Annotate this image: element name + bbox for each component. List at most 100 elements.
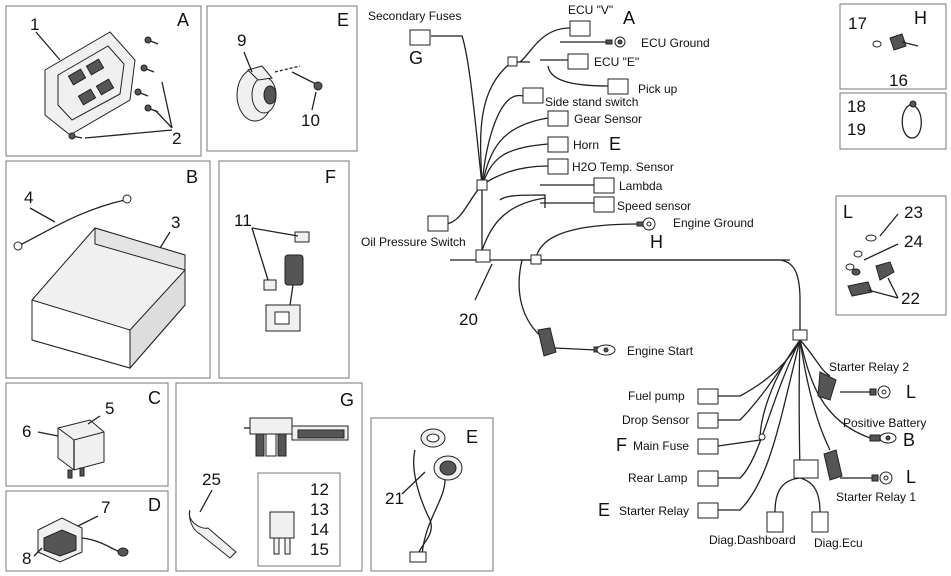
panel-f-fuses: F 11 <box>218 160 350 379</box>
component-boxes <box>409 20 829 533</box>
part-callout-label: 2 <box>172 129 181 148</box>
sensor-part <box>33 515 129 563</box>
label-l-2: L <box>906 467 916 487</box>
engine-start-terminal <box>537 327 616 357</box>
starter-relay-box <box>697 502 719 519</box>
ecu-unit <box>35 31 136 136</box>
relay-part <box>37 415 105 479</box>
panel-a: A 1 2 <box>5 5 202 157</box>
part-callout-label: 17 <box>848 14 867 33</box>
horn-bolt <box>274 65 323 111</box>
starter-relay-1-terminal <box>823 449 893 485</box>
drop-sensor-label: Drop Sensor <box>622 413 689 427</box>
ecu-v-box <box>569 20 591 37</box>
drop-sensor-box <box>697 412 719 429</box>
engine-ground-label: Engine Ground <box>673 216 754 230</box>
label-g: G <box>409 48 423 68</box>
fuel-pump-box <box>697 388 719 405</box>
label-h: H <box>650 232 663 252</box>
starter-relay-2-terminal <box>817 371 891 401</box>
blade-fuse <box>269 511 295 555</box>
part-callout-label: 6 <box>22 422 31 441</box>
part-callout-label: 18 <box>847 97 866 116</box>
panel-d-sensor: D 7 8 <box>5 490 169 572</box>
fusebox-part <box>244 417 349 457</box>
label-f: F <box>616 435 627 455</box>
ecu-e-box <box>567 53 589 70</box>
part-callout-label: 25 <box>202 470 221 489</box>
harness-lines <box>431 27 871 513</box>
terminal-parts <box>845 213 899 299</box>
panel-e-connector: E 21 <box>370 417 494 572</box>
ecu-v-label: ECU "V" <box>568 3 613 17</box>
cable-clamp <box>901 100 922 139</box>
starter-relay-2-label: Starter Relay 2 <box>829 360 909 374</box>
diag-ecu-box <box>811 511 829 533</box>
part-callout-label: A <box>177 10 189 30</box>
panel-l: L 23 24 22 <box>835 195 947 316</box>
ecu-ground-label: ECU Ground <box>641 36 710 50</box>
label-a: A <box>623 8 635 28</box>
horn-part <box>236 51 277 122</box>
part-callout-label: E <box>337 10 349 30</box>
panel-h-clamp: 18 19 <box>839 92 947 150</box>
engine-ground-terminal <box>636 217 656 231</box>
part-callout-label: 5 <box>105 399 114 418</box>
part-callout-label: 9 <box>237 31 246 50</box>
lambda-box <box>593 177 615 194</box>
gear-sensor-label: Gear Sensor <box>574 112 642 126</box>
part-callout-label: B <box>186 167 198 187</box>
part-callout-label: 7 <box>101 498 110 517</box>
battery-part <box>31 227 186 370</box>
main-fuse-box <box>697 438 719 455</box>
part-callout-label: L <box>843 202 853 222</box>
speed-sensor-box <box>593 196 615 213</box>
pick-up-label: Pick up <box>638 82 678 96</box>
secondary-fuses-label: Secondary Fuses <box>368 9 461 23</box>
fuse-puller <box>188 489 237 559</box>
part-callout-label: 12 <box>310 480 329 499</box>
fuel-pump-label: Fuel pump <box>628 389 685 403</box>
part-callout-label: 21 <box>385 489 404 508</box>
terminals <box>537 36 897 485</box>
h2o-label: H2O Temp. Sensor <box>572 160 674 174</box>
horn-label: Horn <box>573 138 599 152</box>
side-stand-label: Side stand switch <box>545 95 638 109</box>
label-b: B <box>903 430 915 450</box>
positive-battery-label: Positive Battery <box>843 416 926 430</box>
panel-g-fusebox: G 25 12 13 14 15 <box>175 382 363 572</box>
label-e: E <box>609 134 621 154</box>
ecu-ground-terminal <box>605 36 626 48</box>
part-callout-label: E <box>466 427 478 447</box>
oil-pressure-box <box>427 215 449 232</box>
rear-lamp-box <box>697 470 719 487</box>
h2o-box <box>547 158 569 175</box>
part-callout-label: 13 <box>310 500 329 519</box>
rear-lamp-label: Rear Lamp <box>628 471 688 485</box>
engine-start-label: Engine Start <box>627 344 694 358</box>
part-callout-label: 24 <box>904 232 923 251</box>
gear-sensor-box <box>547 110 569 127</box>
ecu-screws <box>68 36 173 140</box>
oil-pressure-label: Oil Pressure Switch <box>361 235 466 249</box>
part-callout-label: 15 <box>310 540 329 559</box>
label-e-2: E <box>598 500 610 520</box>
battery-cable <box>13 194 132 251</box>
harness-nodes <box>475 56 819 479</box>
panel-c-relay: C 5 6 <box>5 382 169 487</box>
main-fuse-label: Main Fuse <box>633 439 689 453</box>
part-callout-label: 4 <box>24 188 33 207</box>
ecu-e-label: ECU "E" <box>594 55 639 69</box>
label-l-1: L <box>906 382 916 402</box>
part-callout-label: 1 <box>30 15 39 34</box>
part-callout-label: D <box>148 495 161 515</box>
diag-dashboard-box <box>766 511 784 533</box>
part-20-label: 20 <box>459 310 478 329</box>
starter-relay-1-label: Starter Relay 1 <box>836 490 916 504</box>
part-callout-label: F <box>325 167 336 187</box>
lambda-label: Lambda <box>619 179 663 193</box>
fuse-holder <box>251 227 310 332</box>
horn-box <box>547 136 569 153</box>
part-callout-label: 14 <box>310 520 329 539</box>
